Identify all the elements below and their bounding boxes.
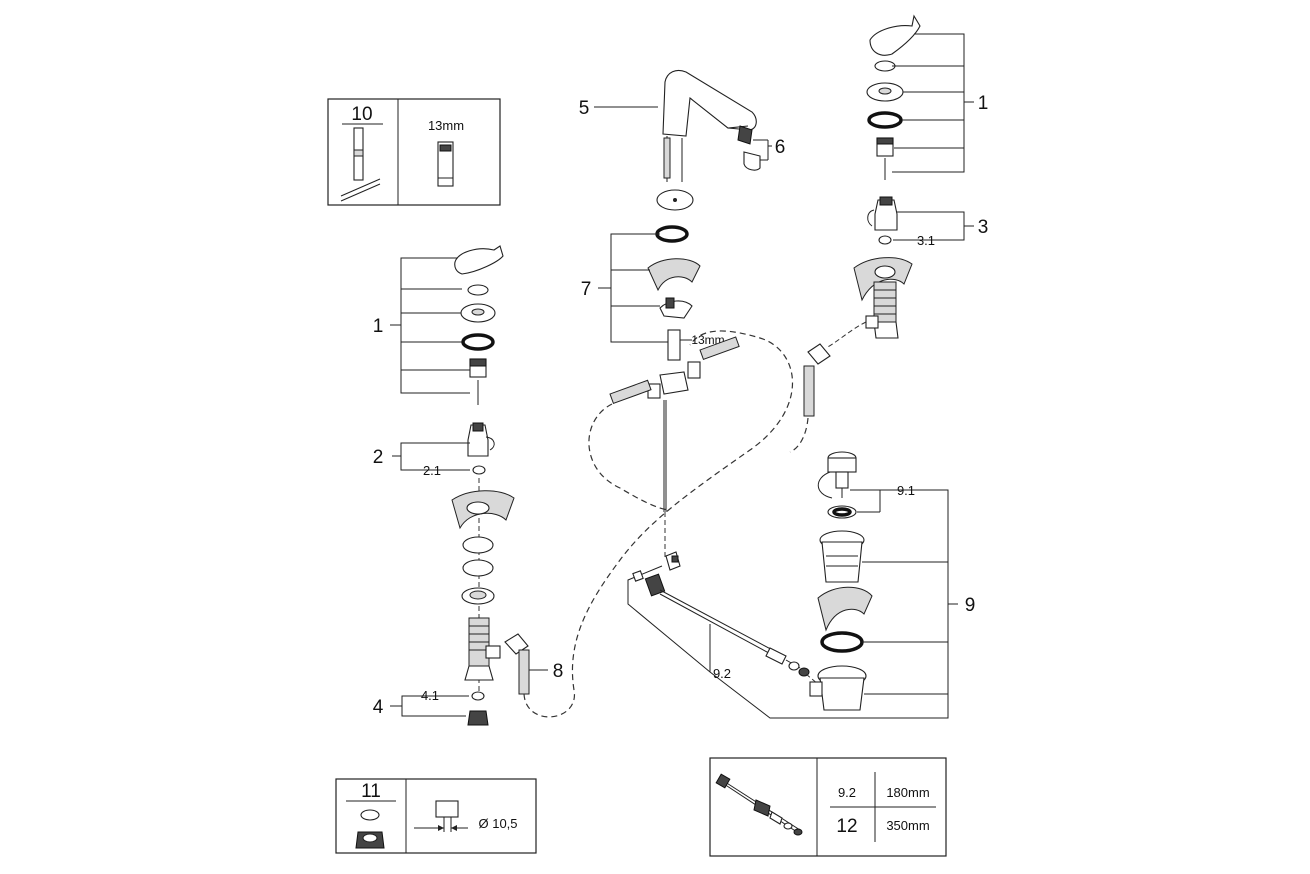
rod-icon [715, 773, 803, 836]
rod-table-row1-part: 9.2 [838, 785, 856, 800]
tool-box-11: 11 Ø 10,5 [335, 778, 537, 854]
rod-table-row1-length: 180mm [886, 785, 929, 800]
callout-6: 6 [775, 137, 786, 158]
callout-9-2: 9.2 [713, 666, 731, 681]
callout-9-1: 9.1 [897, 483, 915, 498]
rod-table-row2-length: 350mm [886, 818, 929, 833]
spout-assembly: 5 6 7 13mm [579, 69, 786, 560]
callout-2-1: 2.1 [423, 463, 441, 478]
left-valve-stack: 1 2 2.1 [373, 245, 515, 726]
callout-5: 5 [579, 98, 590, 119]
callout-9: 9 [965, 595, 976, 616]
tool-box-10: 10 13mm [327, 98, 501, 206]
callout-1-right: 1 [978, 93, 989, 114]
washer-nut-icon [355, 809, 385, 849]
callout-3: 3 [978, 217, 989, 238]
callout-7: 7 [581, 279, 592, 300]
lever-handle-left [454, 245, 504, 275]
rod-length-table: 9.2 180mm 12 350mm [709, 757, 947, 857]
tool-box-10-number: 10 [351, 104, 372, 125]
callout-1-left: 1 [373, 316, 384, 337]
callout-2: 2 [373, 447, 384, 468]
hose-8: 8 [504, 330, 794, 718]
tool-box-10-size: 13mm [428, 118, 464, 133]
callout-4-1: 4.1 [421, 688, 439, 703]
hose-end-icon [414, 800, 468, 832]
rod-table-row2-part: 12 [836, 816, 857, 837]
pop-up-waste-9: 9.1 9 9.2 [627, 451, 976, 719]
right-valve-stack: 1 3 3.1 [789, 14, 989, 453]
spout-13mm-label: 13mm [691, 333, 724, 347]
tool-box-11-number: 11 [361, 781, 381, 802]
callout-4: 4 [373, 697, 384, 718]
pop-up-rod: 9.2 [632, 551, 819, 685]
socket-icon [437, 141, 454, 187]
callout-8: 8 [553, 661, 564, 682]
callout-3-1: 3.1 [917, 233, 935, 248]
t-wrench-icon [340, 127, 381, 202]
tool-box-11-diameter: Ø 10,5 [478, 816, 517, 831]
